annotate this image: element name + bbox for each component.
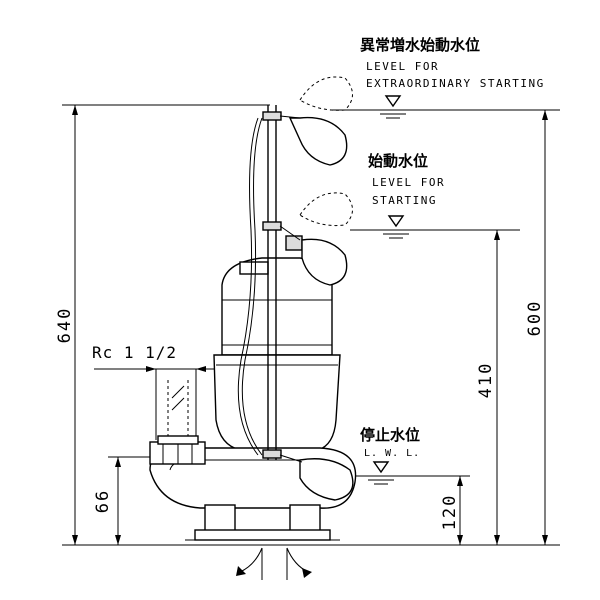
pipe-thread-label: Rc 1 1/2: [92, 343, 177, 362]
dimension-66: 66: [93, 489, 113, 513]
stop-level-jp: 停止水位: [360, 426, 420, 444]
water-level-marker-stop: [362, 461, 400, 485]
pump-body: [149, 257, 357, 541]
extraordinary-level-en-2: EXTRAORDINARY STARTING: [366, 77, 545, 90]
extraordinary-level-jp: 異常増水始動水位: [360, 36, 480, 54]
starting-level-jp: 始動水位: [368, 152, 428, 170]
water-level-marker-extraordinary: [374, 95, 412, 119]
float-switch-assembly: [237, 76, 354, 501]
dimension-120: 120: [440, 494, 460, 531]
starting-level-en-1: LEVEL FOR: [372, 176, 445, 189]
inlet-flow-arrows: [236, 547, 312, 580]
dimension-410: 410: [476, 362, 496, 399]
extraordinary-level-en-1: LEVEL FOR: [366, 60, 439, 73]
stop-level-en: L. W. L.: [364, 448, 420, 459]
dimension-600: 600: [525, 300, 545, 337]
dimension-lines: [62, 104, 560, 546]
dimension-640: 640: [55, 307, 75, 344]
water-level-marker-starting: [376, 215, 416, 239]
starting-level-en-2: STARTING: [372, 194, 437, 207]
